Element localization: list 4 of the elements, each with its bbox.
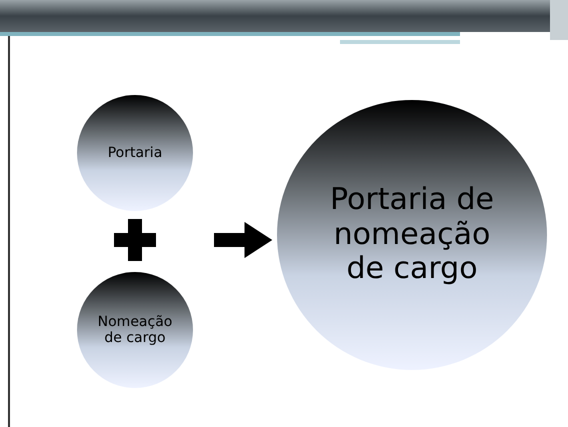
circle-label: Portaria	[108, 144, 162, 162]
circle-label: Portaria de nomeação de cargo	[329, 183, 495, 287]
block-arrow	[214, 222, 272, 258]
circle-label: Nomeação de cargo	[97, 314, 173, 346]
